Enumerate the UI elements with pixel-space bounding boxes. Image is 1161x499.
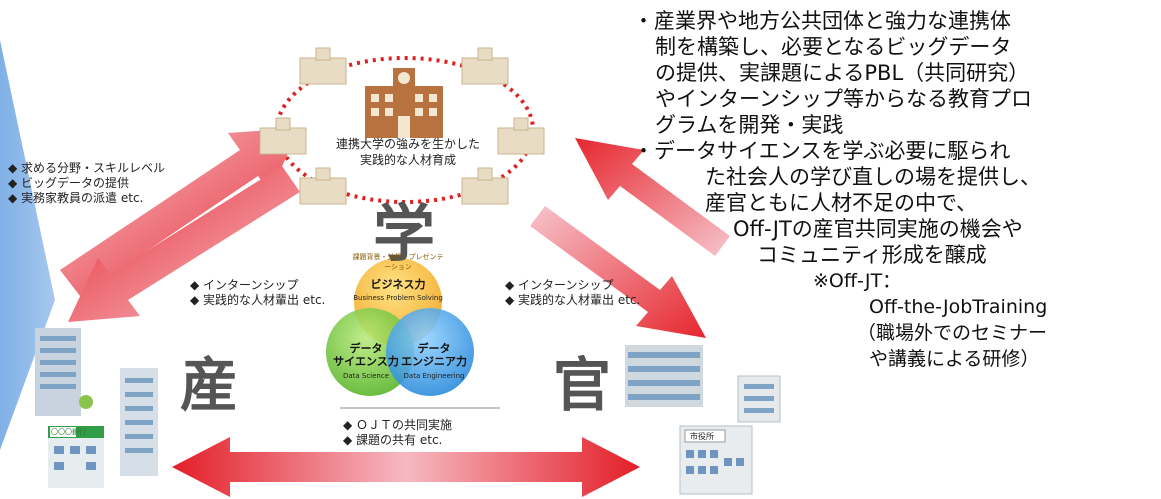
city-hall-sign: 市役所 — [690, 432, 714, 441]
desc-line: グラムを開発・実践 — [655, 113, 844, 137]
desc-line: 制を構築し、必要となるビッグデータ — [655, 35, 1012, 59]
industry-govt-notes: ◆ ＯＪＴの共同実施 ◆ 課題の共有 etc. — [343, 418, 453, 447]
industry-buildings — [35, 328, 158, 488]
arrow-industry-govt — [172, 437, 640, 497]
program-description: ・産業界や地方公共団体と強力な連携体 制を構築し、必要となるビッグデータ の提供… — [633, 8, 1143, 372]
university-building-main — [365, 68, 443, 138]
kanji-university: 学 — [373, 197, 436, 270]
univ-to-industry-notes: ◆ インターンシップ ◆ 実践的な人材輩出 etc. — [190, 278, 326, 307]
arrow-industry-to-univ — [60, 128, 300, 296]
bank-sign: 〇〇〇銀行 — [51, 428, 86, 436]
venn-business-sub: Business Problem Solving — [353, 294, 443, 302]
desc-line: Off-JTの産官共同実施の機会や — [733, 217, 1023, 241]
venn-engineering-label: データ エンジニア力 — [401, 342, 467, 368]
arrow-univ-to-industry — [68, 166, 300, 322]
industry-to-univ-notes: ◆ 求める分野・スキルレベル ◆ ビッグデータの提供 ◆ 実務家教員の派遣 et… — [8, 161, 166, 205]
desc-line: ・データサイエンスを学ぶ必要に駆られ — [633, 139, 1011, 163]
venn-engineering-sub: Data Engineering — [403, 372, 465, 380]
desc-footnote: Off-the-JobTraining — [869, 296, 1048, 318]
kanji-government: 官 — [553, 351, 612, 419]
arrow-govt-to-univ — [575, 138, 730, 256]
arrow-univ-to-govt — [530, 206, 706, 338]
venn-engineering-circle — [386, 308, 474, 396]
venn-datascience-sub: Data Science — [342, 372, 390, 380]
venn-business-label: ビジネス力 — [370, 278, 426, 291]
kanji-industry: 産 — [180, 351, 239, 419]
venn-business-skills: 課題背景・分析・プレゼンテーション — [352, 253, 444, 271]
left-chevron-shape — [0, 40, 55, 450]
university-building-small — [259, 47, 545, 205]
desc-line: た社会人の学び直しの場を提供し、 — [705, 165, 1041, 189]
desc-footnote: や講義による研修） — [869, 348, 1040, 370]
desc-footnote: ※Off-JT： — [813, 270, 902, 292]
desc-line: やインターンシップ等からなる教育プロ — [655, 87, 1032, 111]
desc-footnote: （職場外でのセミナー — [857, 322, 1048, 344]
venn-datascience-label: データ サイエンス力 — [333, 342, 399, 368]
university-caption: 連携大学の強みを生かした 実践的な人材育成 — [335, 137, 480, 167]
univ-to-govt-notes: ◆ インターンシップ ◆ 実践的な人材輩出 etc. — [505, 278, 641, 307]
desc-line: コミュニティ形成を醸成 — [757, 243, 987, 267]
desc-line: の提供、実課題によるPBL（共同研究） — [655, 61, 1030, 85]
government-buildings — [625, 345, 781, 495]
desc-line: ・産業界や地方公共団体と強力な連携体 — [633, 9, 1011, 33]
desc-line: 産官ともに人材不足の中で、 — [705, 191, 978, 215]
